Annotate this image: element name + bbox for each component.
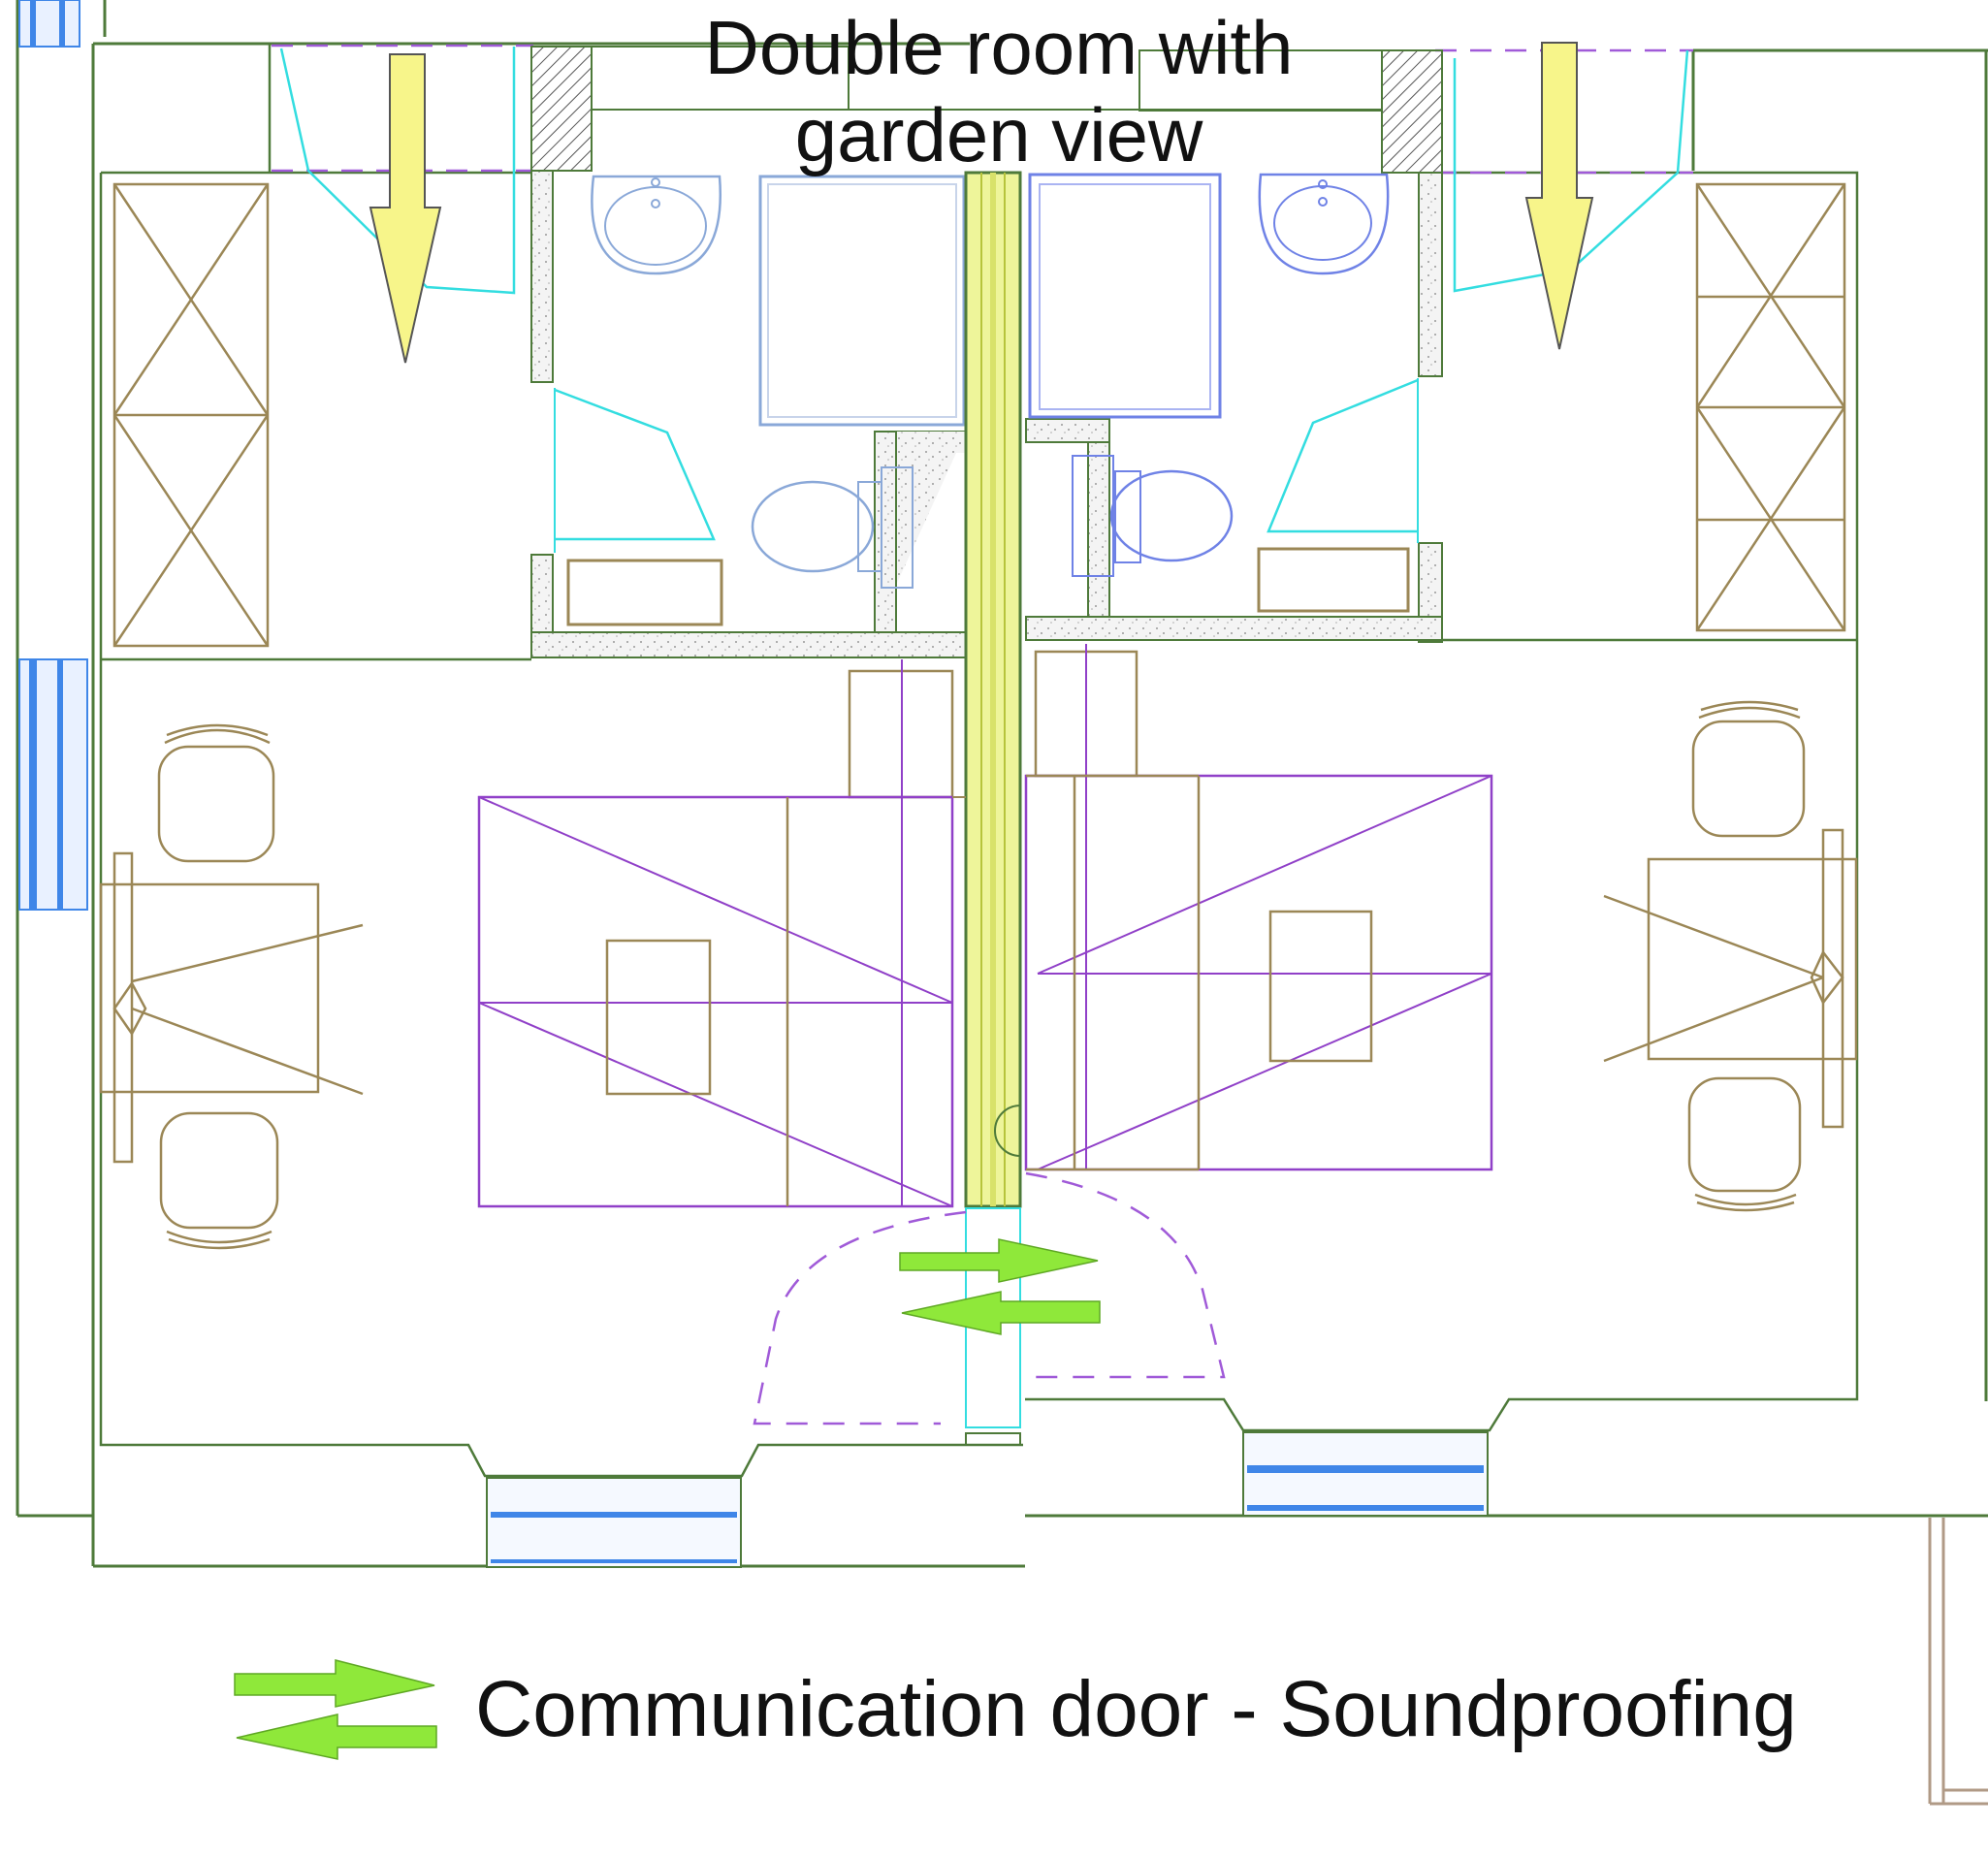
top-wall-boxes [591,46,1383,112]
communication-door-arrows [899,1238,1101,1335]
garden-view-arrows [369,42,1594,364]
outer-walls [16,0,1988,1568]
left-room-outline [99,44,1023,1478]
title-line-1: Double room with [704,5,1294,90]
left-bathroom [530,170,967,658]
windows [18,0,1489,1568]
soundproof-partition [964,171,1022,1446]
title-line-2: garden view [794,92,1203,177]
left-wardrobe [112,182,270,648]
right-wardrobe [1695,182,1846,632]
exterior-wall-detail [1928,1518,1988,1806]
right-room-outline [1025,171,1859,1432]
right-bathroom [1025,172,1443,643]
right-bed [1024,644,1493,1171]
legend-label: Communication door - Soundproofing [475,1665,1797,1753]
hatched-pillars [530,46,1443,174]
door-swings [753,1171,1226,1426]
left-desk-set [99,723,364,1250]
right-desk-set [1603,700,1858,1212]
double-arrow-icon [234,1659,437,1760]
left-bed [477,659,966,1208]
top-dashed-lines [272,44,1693,175]
